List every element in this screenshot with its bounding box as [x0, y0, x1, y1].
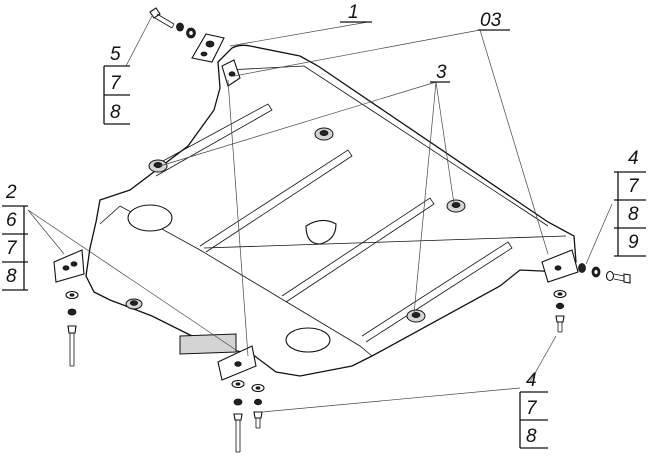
callout-03: 03: [478, 10, 510, 31]
bottom-item-0: 4: [526, 370, 537, 391]
bolt-set-bottom-center: [231, 379, 245, 453]
bolt-set-right-horizontal: [578, 263, 631, 284]
bolt-set-bottom-small: [251, 383, 265, 429]
label-03: 03: [480, 10, 502, 31]
bracket-bottom: [217, 345, 257, 381]
right-item-2: 8: [628, 204, 639, 225]
rear-flange: [179, 333, 237, 355]
right-item-0: 4: [628, 148, 639, 169]
drain-hole: [305, 219, 337, 245]
callout-stack-top-left: 5 7 8: [103, 44, 130, 125]
callout-stack-right: 4 7 8 9: [614, 148, 646, 257]
oval-hole-bottom: [285, 327, 331, 353]
leader-lines: [27, 15, 613, 413]
left-item-2: 7: [6, 238, 18, 259]
mounting-bosses: [125, 127, 466, 323]
label-3: 3: [436, 62, 447, 83]
bottom-item-2: 8: [526, 426, 537, 447]
callout-stack-bottom: 4 7 8: [519, 370, 548, 449]
bolt-set-top: [149, 7, 196, 39]
label-1: 1: [348, 2, 359, 23]
skid-plate: [85, 44, 577, 377]
right-item-1: 7: [628, 176, 640, 197]
bracket-top-mount: [221, 59, 241, 87]
bracket-left: [53, 249, 85, 283]
tl-item-2: 8: [110, 102, 121, 123]
callout-stack-left: 2 6 7 8: [2, 182, 28, 291]
bolt-set-right: [553, 289, 567, 333]
left-item-0: 2: [5, 182, 17, 203]
left-item-3: 8: [6, 266, 17, 287]
tl-item-1: 7: [110, 73, 122, 94]
bracket-right: [541, 249, 579, 283]
bottom-item-1: 7: [526, 398, 538, 419]
left-item-1: 6: [6, 210, 17, 231]
oval-hole-left: [127, 204, 173, 232]
tl-item-0: 5: [110, 44, 121, 65]
bracket-top: [191, 33, 225, 63]
right-item-3: 9: [628, 232, 639, 253]
callout-1: 1: [340, 2, 372, 23]
bolt-set-left: [65, 290, 79, 367]
stiffening-ribs: [149, 103, 513, 343]
callout-3: 3: [430, 62, 450, 83]
